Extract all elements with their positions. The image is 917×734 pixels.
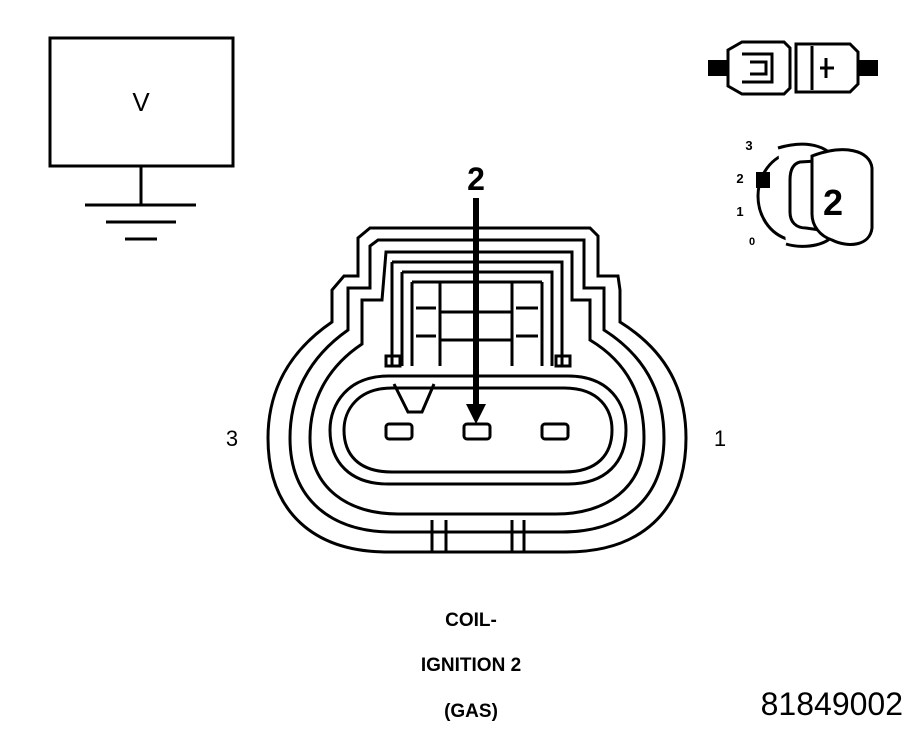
connector-pair-icon (708, 40, 878, 96)
connector-outer-shell (266, 226, 688, 554)
caption-line-1: COIL- (445, 610, 497, 631)
connector-cavity (328, 374, 628, 486)
ground-icon (85, 166, 196, 241)
connector-body (266, 226, 688, 554)
gauge-indicator (756, 172, 770, 188)
component-caption: COIL- IGNITION 2 (GAS) (421, 610, 521, 722)
connector-pin-2 (462, 422, 492, 441)
pin-label-left: 3 (226, 426, 238, 451)
pin-label-right: 1 (714, 426, 726, 451)
gauge-scale-label-3: 3 (745, 138, 752, 153)
probe-arrow-head (466, 404, 486, 424)
caption-line-3: (GAS) (444, 701, 498, 722)
position-gauge-icon: 3 2 1 0 2 (736, 138, 874, 248)
voltmeter-symbol: V (132, 87, 150, 117)
gauge-scale-label-0: 0 (749, 236, 755, 248)
voltmeter: V (48, 36, 235, 241)
gauge-scale-label-2: 2 (736, 171, 743, 186)
caption-line-2: IGNITION 2 (421, 655, 521, 676)
probe-indicator: 2 (466, 161, 486, 424)
connector-pin-1 (540, 422, 570, 441)
gauge-scale-label-1: 1 (736, 204, 743, 219)
gauge-selected-label: 2 (823, 182, 843, 223)
figure-id: 81849002 (761, 686, 903, 722)
connector-pin-3 (384, 422, 414, 441)
probe-pin-label: 2 (467, 161, 485, 197)
